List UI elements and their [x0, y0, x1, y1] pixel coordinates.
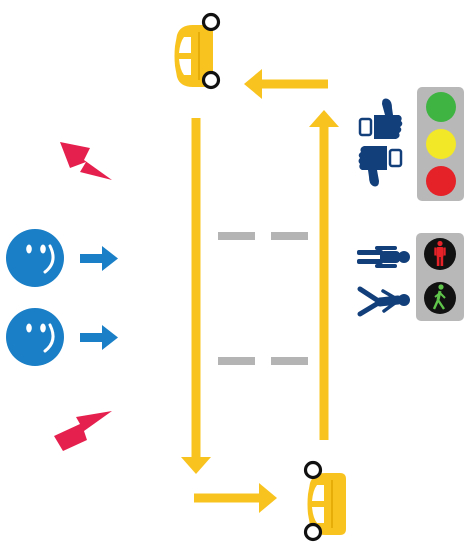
road-arrows — [181, 69, 339, 513]
smiley-icon — [6, 229, 64, 287]
thumb-hand — [374, 98, 403, 139]
blue-arrow — [80, 325, 118, 350]
thumb-cuff — [358, 117, 373, 137]
smiley-icon — [6, 308, 64, 366]
blue-arrow — [80, 246, 118, 271]
stop-figure-icon — [434, 240, 446, 266]
arrow-left-head — [244, 69, 262, 99]
pedestrian-light-icon — [416, 233, 464, 321]
walk-lamp-go — [424, 282, 456, 314]
arrow-down — [181, 118, 211, 474]
car-wheel — [201, 70, 221, 90]
car-window — [179, 59, 191, 75]
thumb-cuff — [388, 148, 403, 168]
car-window — [179, 37, 191, 53]
car-window — [312, 485, 324, 501]
lamp-yellow — [426, 129, 456, 159]
lamp-red — [426, 166, 456, 196]
thumbs-down-icon — [358, 146, 403, 187]
top-car-icon — [174, 12, 221, 90]
person-standing-icon — [357, 246, 410, 268]
traffic-light-icon — [417, 87, 464, 201]
person-walking-icon — [357, 286, 410, 317]
walk-figure-icon — [432, 284, 446, 310]
car-wheel — [201, 12, 221, 32]
lane-dash — [218, 357, 255, 365]
arrow-down-head — [181, 457, 211, 474]
arrow-left — [244, 69, 328, 99]
lane-dash — [271, 232, 308, 240]
lightning-icon — [54, 411, 112, 451]
car-wheel — [303, 460, 323, 480]
thumb-hand — [358, 146, 387, 187]
arrow-up-head — [309, 110, 339, 127]
arrow-up — [309, 110, 339, 440]
thumbs-up-icon — [358, 98, 403, 139]
lane-dash — [271, 357, 308, 365]
bottom-car-icon — [303, 460, 346, 542]
lane-dashes — [218, 232, 308, 365]
lamp-green — [426, 92, 456, 122]
lightning-icon — [60, 142, 112, 180]
car-wheel — [303, 522, 323, 542]
car-window — [312, 507, 324, 523]
arrow-right-head — [259, 483, 277, 513]
arrow-right — [194, 483, 277, 513]
lane-dash — [218, 232, 255, 240]
